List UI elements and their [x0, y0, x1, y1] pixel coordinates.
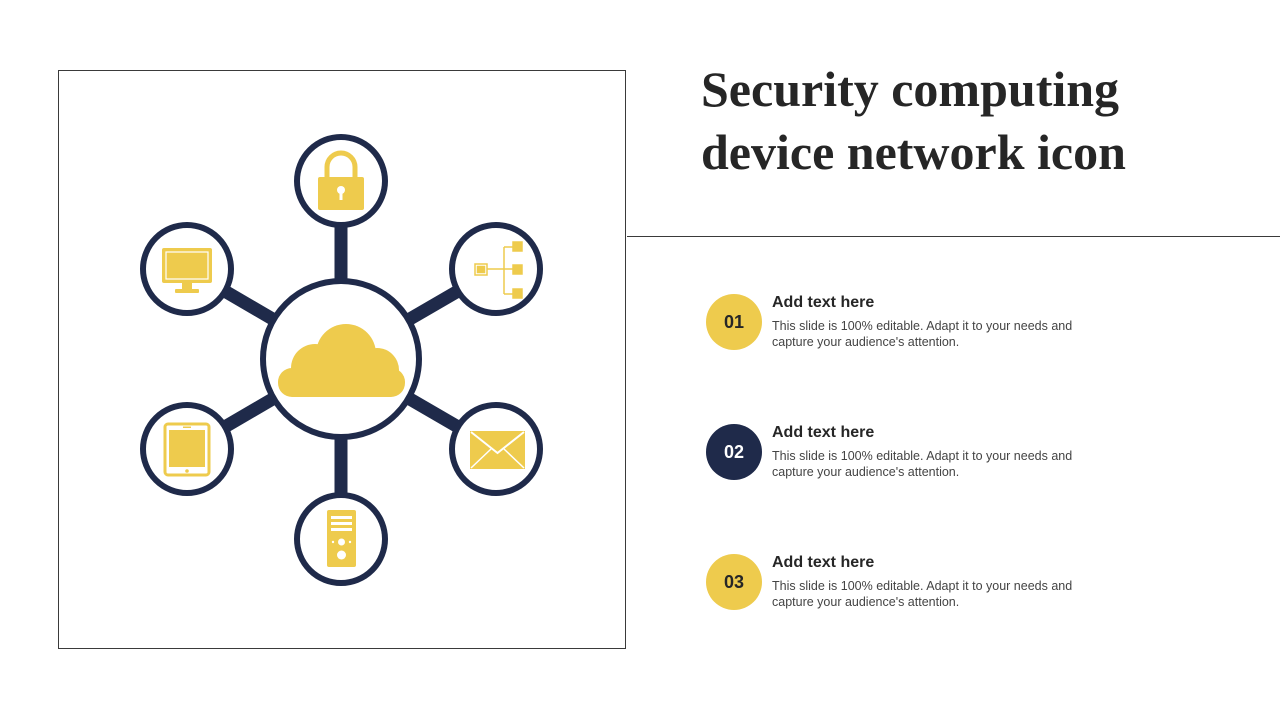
item-heading: Add text here	[772, 554, 875, 571]
list-item-2: 02 Add text here This slide is 100% edit…	[706, 424, 1126, 494]
server-tower-icon	[327, 510, 356, 567]
tablet-icon	[163, 422, 211, 477]
divider-line	[627, 236, 1280, 237]
number-badge: 02	[706, 424, 762, 480]
badge-number: 01	[723, 311, 745, 332]
list-item-1: 01 Add text here This slide is 100% edit…	[706, 294, 1126, 364]
network-tree-icon	[474, 241, 523, 299]
list-item-3: 03 Add text here This slide is 100% edit…	[706, 554, 1126, 624]
item-heading: Add text here	[772, 294, 875, 311]
badge-number: 02	[723, 441, 745, 462]
lock-icon	[318, 150, 364, 210]
badge-number: 03	[723, 571, 745, 592]
number-badge: 01	[706, 294, 762, 350]
item-description: This slide is 100% editable. Adapt it to…	[772, 449, 1073, 479]
item-description: This slide is 100% editable. Adapt it to…	[772, 319, 1073, 349]
item-description: This slide is 100% editable. Adapt it to…	[772, 579, 1073, 609]
cloud-icon	[278, 324, 405, 397]
email-icon	[470, 431, 525, 469]
monitor-icon	[162, 248, 212, 293]
diagram-frame	[58, 70, 626, 649]
number-badge: 03	[706, 554, 762, 610]
network-diagram	[140, 134, 543, 586]
item-heading: Add text here	[772, 424, 875, 441]
slide-title: Security computing device network icon	[701, 61, 1126, 180]
